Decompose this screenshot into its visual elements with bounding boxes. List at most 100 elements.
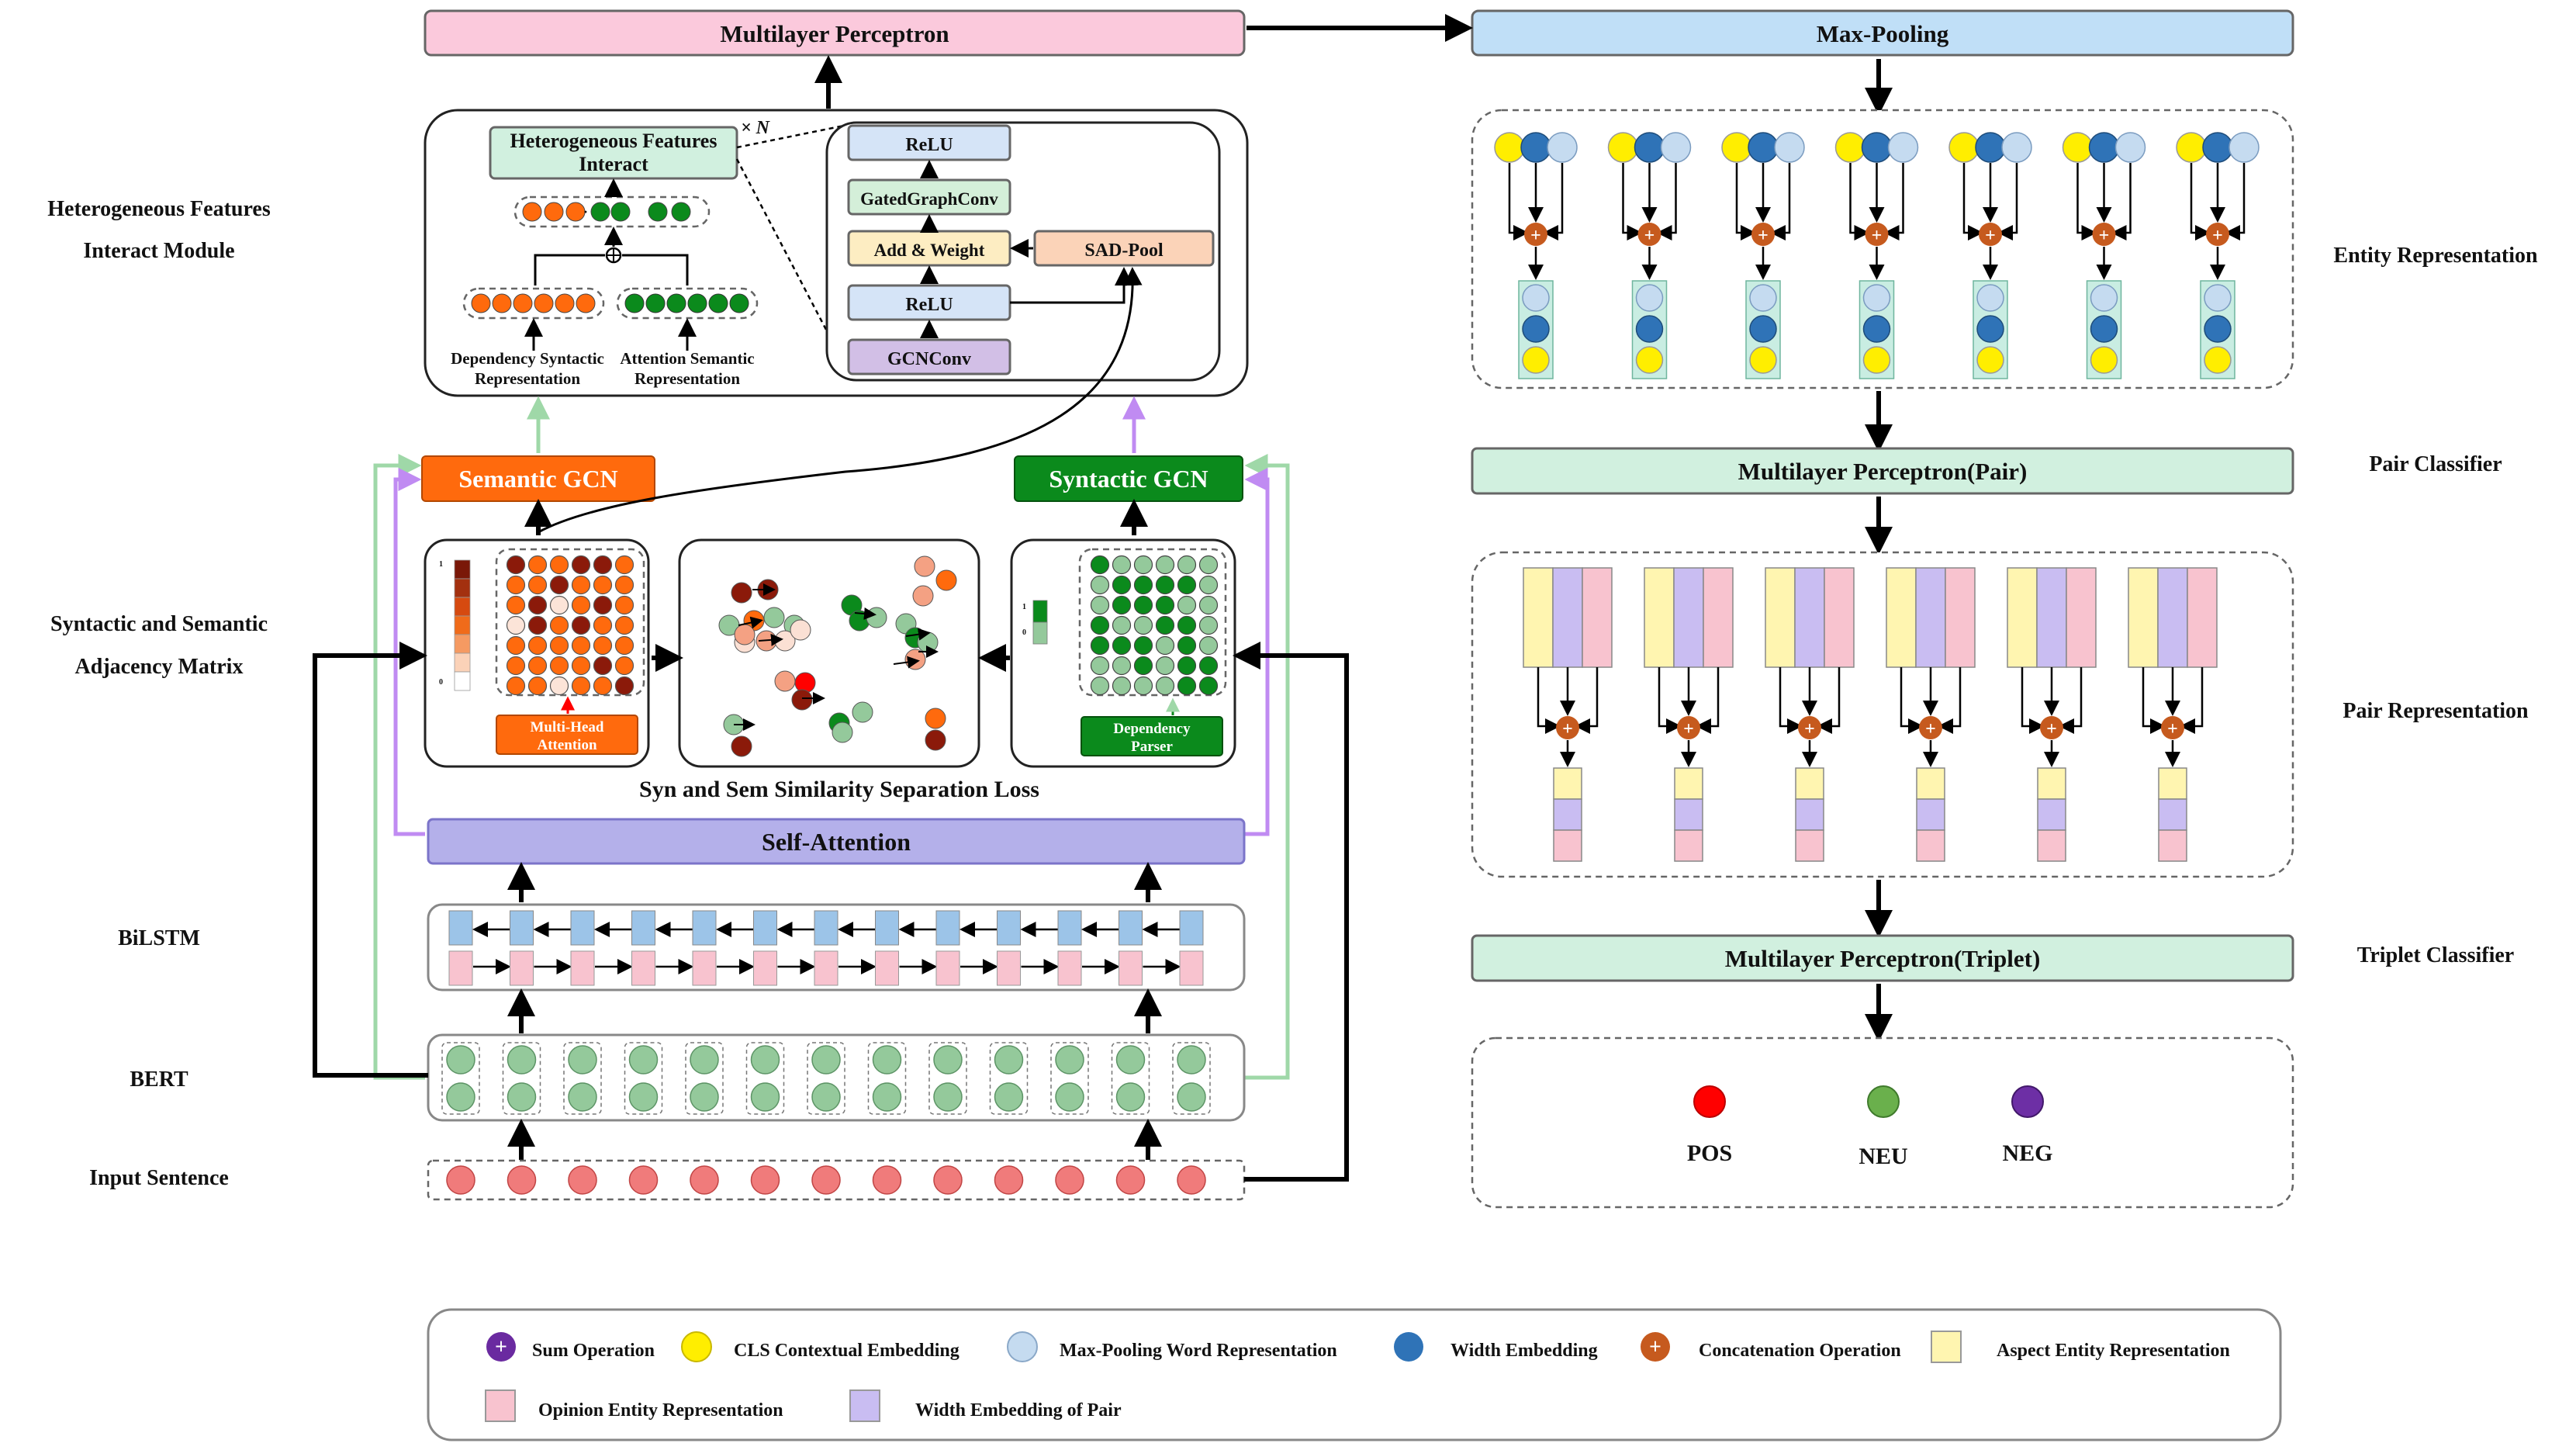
sem-matrix-cell	[571, 676, 591, 696]
legend-sum: + Sum Operation	[486, 1332, 655, 1362]
legend-width-pair-icon	[849, 1389, 880, 1422]
sem-scale-step	[454, 597, 471, 617]
pair-stack-opinion	[1553, 829, 1582, 862]
neg-label: NEG	[2002, 1140, 2052, 1166]
loss-point	[774, 670, 796, 692]
dep-rep-line1: Dependency Syntactic	[451, 349, 604, 368]
bilstm-forward-cell	[570, 950, 595, 986]
pair-opinion-block	[1824, 567, 1855, 668]
relu-top-label: ReLU	[905, 135, 953, 155]
entity-cls-line	[1735, 163, 1756, 241]
att-dots	[624, 293, 749, 313]
pair-aspect-line	[1537, 667, 1561, 734]
bert-token-bottom	[1055, 1082, 1084, 1112]
gcnconv-label: GCNConv	[887, 349, 971, 369]
fused-dot	[565, 202, 586, 222]
att-rep-line1: Attention Semantic	[620, 349, 754, 368]
bilstm-backward-cell	[935, 910, 960, 946]
entity-stack-maxpool	[1862, 284, 1891, 312]
bert-token-frame	[928, 1042, 967, 1115]
pair-stack-width	[2037, 798, 2066, 831]
adj-label-line2: Adjacency Matrix	[75, 655, 244, 679]
syn-matrix-cell	[1112, 656, 1132, 676]
pair-aspect-block	[1886, 567, 1917, 668]
fused-dot	[671, 202, 691, 222]
bilstm-forward-cell	[753, 950, 777, 986]
loss-point	[912, 585, 934, 607]
syn-matrix-cell	[1090, 555, 1110, 575]
triplet-classifier-label: Triplet Classifier	[2357, 943, 2514, 967]
hfim-title-line2: Interact	[579, 153, 648, 175]
loss-point	[734, 624, 756, 645]
att-dot	[708, 293, 728, 313]
fused-dot	[590, 202, 610, 222]
syn-matrix-cell	[1198, 635, 1219, 656]
gated-graph-conv-label: GatedGraphConv	[860, 189, 998, 209]
dep-rep-line2: Representation	[475, 369, 580, 388]
entity-representation-label: Entity Representation	[2333, 244, 2538, 268]
sem-matrix-cell	[593, 575, 613, 595]
bilstm-backward-cell	[875, 910, 899, 946]
multihead-box	[496, 715, 638, 755]
entity-stack-maxpool	[1976, 284, 2004, 312]
entity-width-dot	[2202, 132, 2233, 163]
legend-aspect: Aspect Entity Representation	[1931, 1331, 2230, 1363]
entity-concat-icon	[1637, 223, 1661, 246]
sem-matrix-cell	[527, 635, 548, 656]
syn-matrix-cell	[1155, 615, 1175, 635]
pair-representation-label: Pair Representation	[2343, 699, 2529, 723]
sem-matrix-cell	[593, 676, 613, 696]
syn-matrix-cell	[1133, 635, 1153, 656]
input-token	[507, 1165, 537, 1195]
dep-dots	[471, 293, 596, 313]
fused-dot	[522, 202, 542, 222]
bilstm-backward-cell	[753, 910, 777, 946]
semantic-matrix	[506, 555, 634, 696]
entity-stack-cls	[2204, 346, 2232, 374]
pair-concat-icon	[2040, 716, 2063, 739]
pair-opinion-line	[2180, 667, 2204, 734]
entity-maxpool-dot	[2001, 132, 2032, 163]
syn-matrix-cell	[1198, 575, 1219, 595]
sem-matrix-cell	[506, 595, 526, 615]
loss-point	[925, 708, 946, 729]
input-token	[994, 1165, 1024, 1195]
neu-dot	[1867, 1085, 1900, 1118]
pair-width-block	[2036, 567, 2067, 668]
syn-matrix-cell	[1155, 635, 1175, 656]
sem-matrix-cell	[527, 615, 548, 635]
legend-width-icon	[1394, 1332, 1423, 1362]
syn-matrix-cell	[1090, 575, 1110, 595]
input-token	[1115, 1165, 1146, 1195]
syn-matrix-cell	[1090, 635, 1110, 656]
entity-cls-dot	[2062, 132, 2094, 163]
bert-token-frame	[1050, 1042, 1089, 1115]
entity-cls-line	[1849, 163, 1870, 241]
bert-token-top	[1055, 1045, 1084, 1075]
bert-token-bottom	[994, 1082, 1024, 1112]
gcnconv-box	[847, 338, 1011, 375]
sem-matrix-cell	[614, 575, 634, 595]
pair-stack-opinion	[2037, 829, 2066, 862]
pair-stack-opinion	[1795, 829, 1824, 862]
bert-token-frame	[867, 1042, 907, 1115]
pair-concat-glyph: +	[2167, 719, 2178, 739]
semantic-gcn-label: Semantic GCN	[458, 465, 617, 493]
sem-matrix-cell	[506, 575, 526, 595]
fused-dot	[610, 202, 631, 222]
syn-matrix-cell	[1112, 575, 1132, 595]
loss-point	[790, 619, 811, 641]
adj-label-line1: Syntactic and Semantic	[50, 612, 268, 636]
pair-width-block	[1673, 567, 1704, 668]
entity-cls-dot	[1721, 132, 1752, 163]
syn-matrix-cell	[1155, 676, 1175, 696]
entity-concat-icon	[1979, 223, 2002, 246]
entity-maxpool-dot	[1547, 132, 1578, 163]
dep-dot	[555, 293, 575, 313]
sem-matrix-cell	[614, 555, 634, 575]
sem-matrix-cell	[614, 595, 634, 615]
entity-concat-icon	[2206, 223, 2229, 246]
pair-concat-glyph: +	[1925, 719, 1936, 739]
bilstm-backward-cell	[448, 910, 473, 946]
